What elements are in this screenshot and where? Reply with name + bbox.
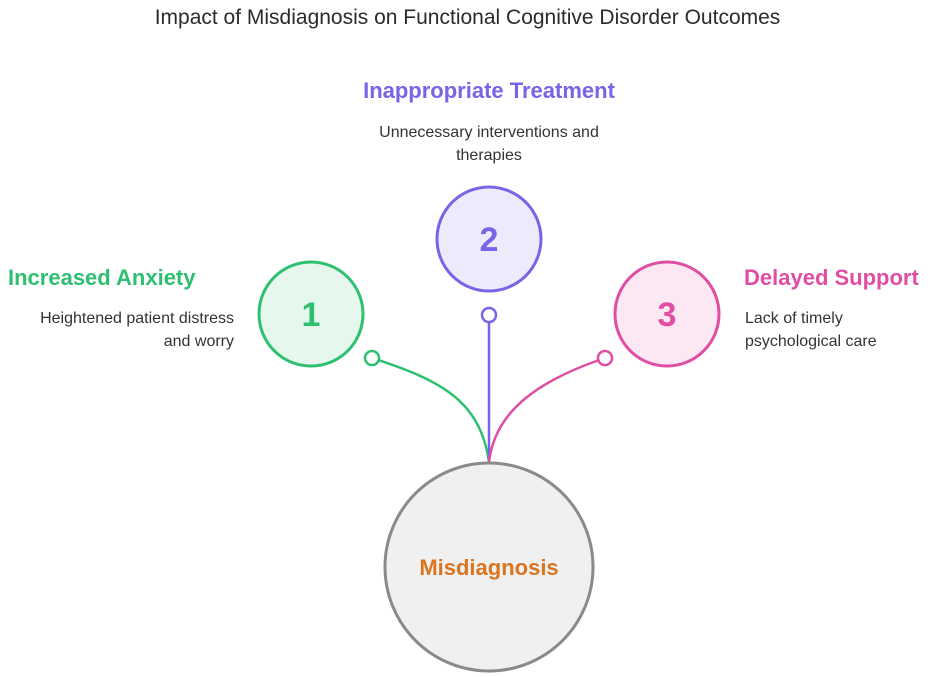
item-1-description: Heightened patient distress and worry bbox=[0, 307, 234, 353]
item-3-heading: Delayed Support bbox=[744, 265, 919, 290]
node-1-circle bbox=[257, 260, 365, 368]
node-3-number: 3 bbox=[658, 296, 677, 334]
item-1-description-line-2: and worry bbox=[163, 333, 234, 350]
center-circle bbox=[383, 461, 595, 673]
connector-2-endpoint bbox=[480, 306, 498, 324]
item-2-heading: Inappropriate Treatment bbox=[363, 78, 615, 103]
node-2-number: 2 bbox=[480, 221, 499, 259]
item-2-description: Unnecessary interventions and therapies bbox=[289, 121, 689, 167]
item-2-description-line-2: therapies bbox=[456, 147, 522, 164]
connector-3-endpoint bbox=[596, 349, 614, 367]
node-2-circle bbox=[435, 185, 543, 293]
item-3-description-line-2: psychological care bbox=[745, 333, 877, 350]
page-title: Impact of Misdiagnosis on Functional Cog… bbox=[154, 6, 781, 29]
connector-1-endpoint bbox=[363, 349, 381, 367]
center-label: Misdiagnosis bbox=[419, 555, 558, 580]
item-3-description: Lack of timely psychological care bbox=[745, 307, 935, 353]
item-2-description-line-1: Unnecessary interventions and bbox=[379, 124, 599, 141]
item-1-heading: Increased Anxiety bbox=[8, 265, 196, 290]
node-1-number: 1 bbox=[302, 296, 321, 334]
item-3-description-line-1: Lack of timely bbox=[745, 310, 843, 327]
connector-1 bbox=[371, 356, 491, 463]
node-3-circle bbox=[613, 260, 721, 368]
connector-3 bbox=[487, 356, 606, 463]
item-1-description-line-1: Heightened patient distress bbox=[40, 310, 234, 327]
